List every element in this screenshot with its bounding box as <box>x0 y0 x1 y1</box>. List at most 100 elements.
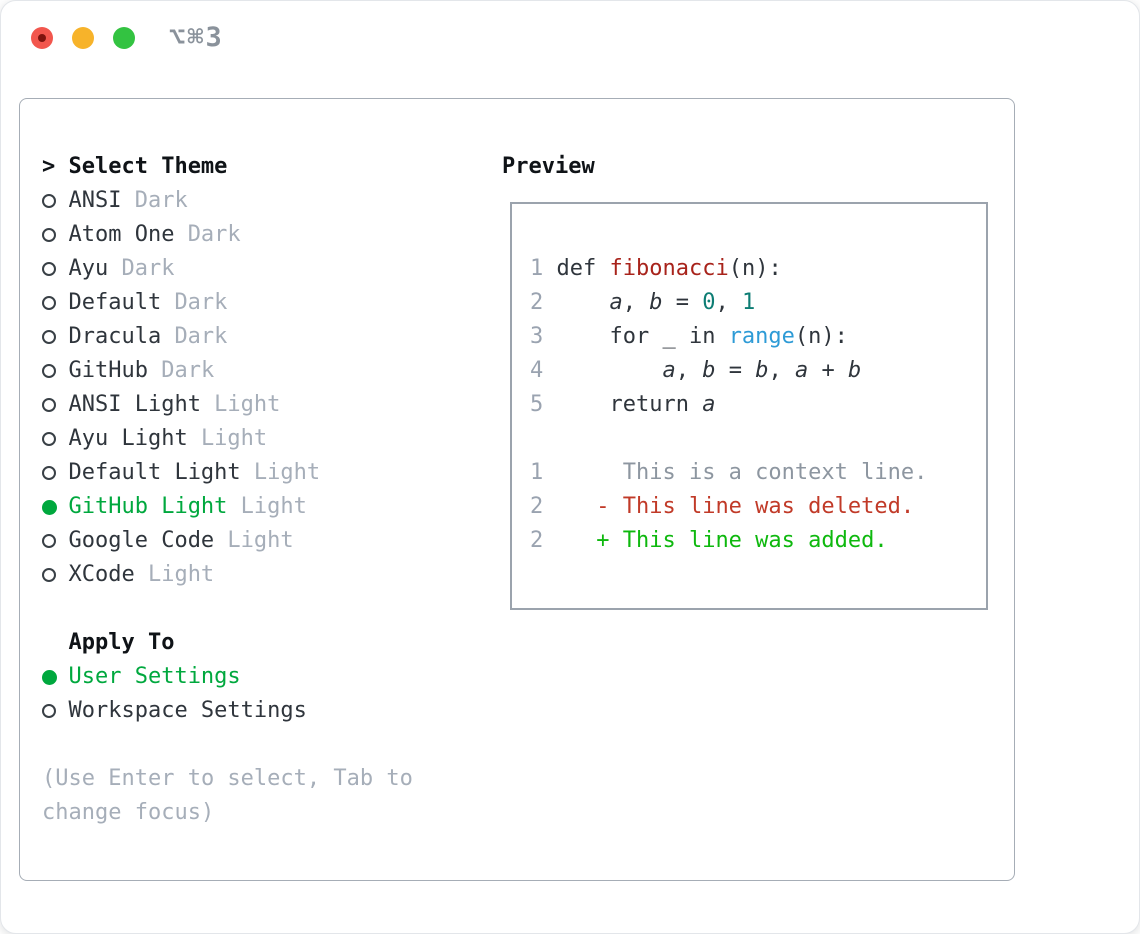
token-var: a <box>662 358 676 383</box>
radio-circle <box>42 499 57 515</box>
line-number: 3 <box>530 324 557 349</box>
traffic-lights <box>31 27 135 49</box>
radio-unselected-icon <box>42 432 68 446</box>
token-var: a <box>609 290 623 315</box>
line-number: 5 <box>530 392 557 417</box>
zoom-button-icon[interactable] <box>113 27 135 49</box>
theme-option-github-light[interactable]: GitHub Light Light <box>42 490 502 524</box>
token-var: b <box>702 358 716 383</box>
token-code: (n): <box>794 324 848 349</box>
theme-option-atom-one[interactable]: Atom One Dark <box>42 218 502 252</box>
token-code: return <box>556 392 703 417</box>
option-label: Workspace Settings <box>68 698 307 723</box>
radio-circle <box>42 296 56 310</box>
token-code: = <box>715 358 756 383</box>
variant-badge: Dark <box>174 324 228 349</box>
variant-badge: Light <box>253 460 321 485</box>
variant-badge: Dark <box>121 256 175 281</box>
window-title: ⌥⌘3 <box>169 22 224 53</box>
preview-code-line: 2 + This line was added. <box>530 524 986 558</box>
token-code <box>557 290 610 315</box>
token-code: , <box>622 290 650 315</box>
token-code: = <box>662 290 703 315</box>
token-var: a <box>794 358 809 383</box>
token-func: fibonacci <box>609 256 729 281</box>
variant-badge: Light <box>227 528 294 553</box>
radio-selected-icon <box>42 669 68 685</box>
radio-unselected-icon <box>42 330 68 344</box>
option-label: ANSI Light <box>68 392 201 417</box>
theme-option-default[interactable]: Default Dark <box>42 286 502 320</box>
line-number: 4 <box>530 358 557 383</box>
option-label: Atom One <box>68 222 175 247</box>
variant-badge: Dark <box>134 188 188 213</box>
variant-badge: Dark <box>174 290 228 315</box>
option-label: GitHub <box>68 358 148 383</box>
preview-code-line: 5 return a <box>530 388 986 422</box>
radio-unselected-icon <box>42 704 68 718</box>
token-code: for _ in <box>556 324 729 349</box>
radio-unselected-icon <box>42 568 68 582</box>
radio-circle <box>42 534 56 548</box>
radio-unselected-icon <box>42 262 68 276</box>
variant-badge: Light <box>240 494 307 519</box>
close-button-icon[interactable] <box>31 27 53 49</box>
radio-unselected-icon <box>42 466 68 480</box>
help-text: (Use Enter to select, Tab to change focu… <box>42 766 413 825</box>
radio-circle <box>42 194 56 208</box>
token-var: b <box>755 358 769 383</box>
radio-circle <box>42 466 56 480</box>
theme-option-ansi-light[interactable]: ANSI Light Light <box>42 388 502 422</box>
token-code: , <box>768 358 795 383</box>
line-number: 2 <box>530 528 557 553</box>
variant-badge: Dark <box>187 222 241 247</box>
preview-column: Preview 1 def fibonacci (n): 2 a, b = 0, 1… <box>502 150 1006 830</box>
token-code <box>557 358 663 383</box>
option-label: Default Light <box>68 460 241 485</box>
preview-code-line: 1 This is a context line. <box>530 456 986 490</box>
preview-code-line <box>530 422 986 456</box>
line-number: 1 <box>530 256 557 281</box>
preview-code-line: 4 a, b = b, a + b <box>530 354 986 388</box>
option-label: ANSI <box>68 188 122 213</box>
token-num: 0 <box>702 290 716 315</box>
radio-circle <box>42 228 56 242</box>
variant-badge: Light <box>214 392 281 417</box>
token-code: + <box>808 358 848 383</box>
apply-option-workspace-settings[interactable]: Workspace Settings <box>42 694 502 728</box>
theme-option-ansi[interactable]: ANSI Dark <box>42 184 502 218</box>
token-num: 1 <box>741 290 756 315</box>
apply-option-user-settings[interactable]: User Settings <box>42 660 502 694</box>
token-code: def <box>556 256 610 281</box>
radio-circle <box>42 330 56 344</box>
radio-unselected-icon <box>42 398 68 412</box>
radio-unselected-icon <box>42 296 68 310</box>
preview-code-line: 2 - This line was deleted. <box>530 490 986 524</box>
select-theme-header-row: >Select Theme <box>42 150 502 184</box>
apply-to-header: Apply To <box>68 630 175 655</box>
theme-option-xcode[interactable]: XCode Light <box>42 558 502 592</box>
theme-option-default-light[interactable]: Default Light Light <box>42 456 502 490</box>
select-theme-header: Select Theme <box>68 154 228 179</box>
token-var: b <box>847 358 862 383</box>
preview-header-row: Preview <box>502 150 1006 184</box>
minimize-button-icon[interactable] <box>72 27 94 49</box>
option-label: GitHub Light <box>68 494 228 519</box>
option-label: Default <box>68 290 162 315</box>
variant-badge: Light <box>147 562 215 587</box>
radio-circle <box>42 568 56 582</box>
option-label: User Settings <box>68 664 241 689</box>
option-label: XCode <box>68 562 135 587</box>
radio-circle <box>42 704 56 718</box>
option-label: Ayu Light <box>68 426 188 451</box>
line-number: 1 <box>530 460 557 485</box>
